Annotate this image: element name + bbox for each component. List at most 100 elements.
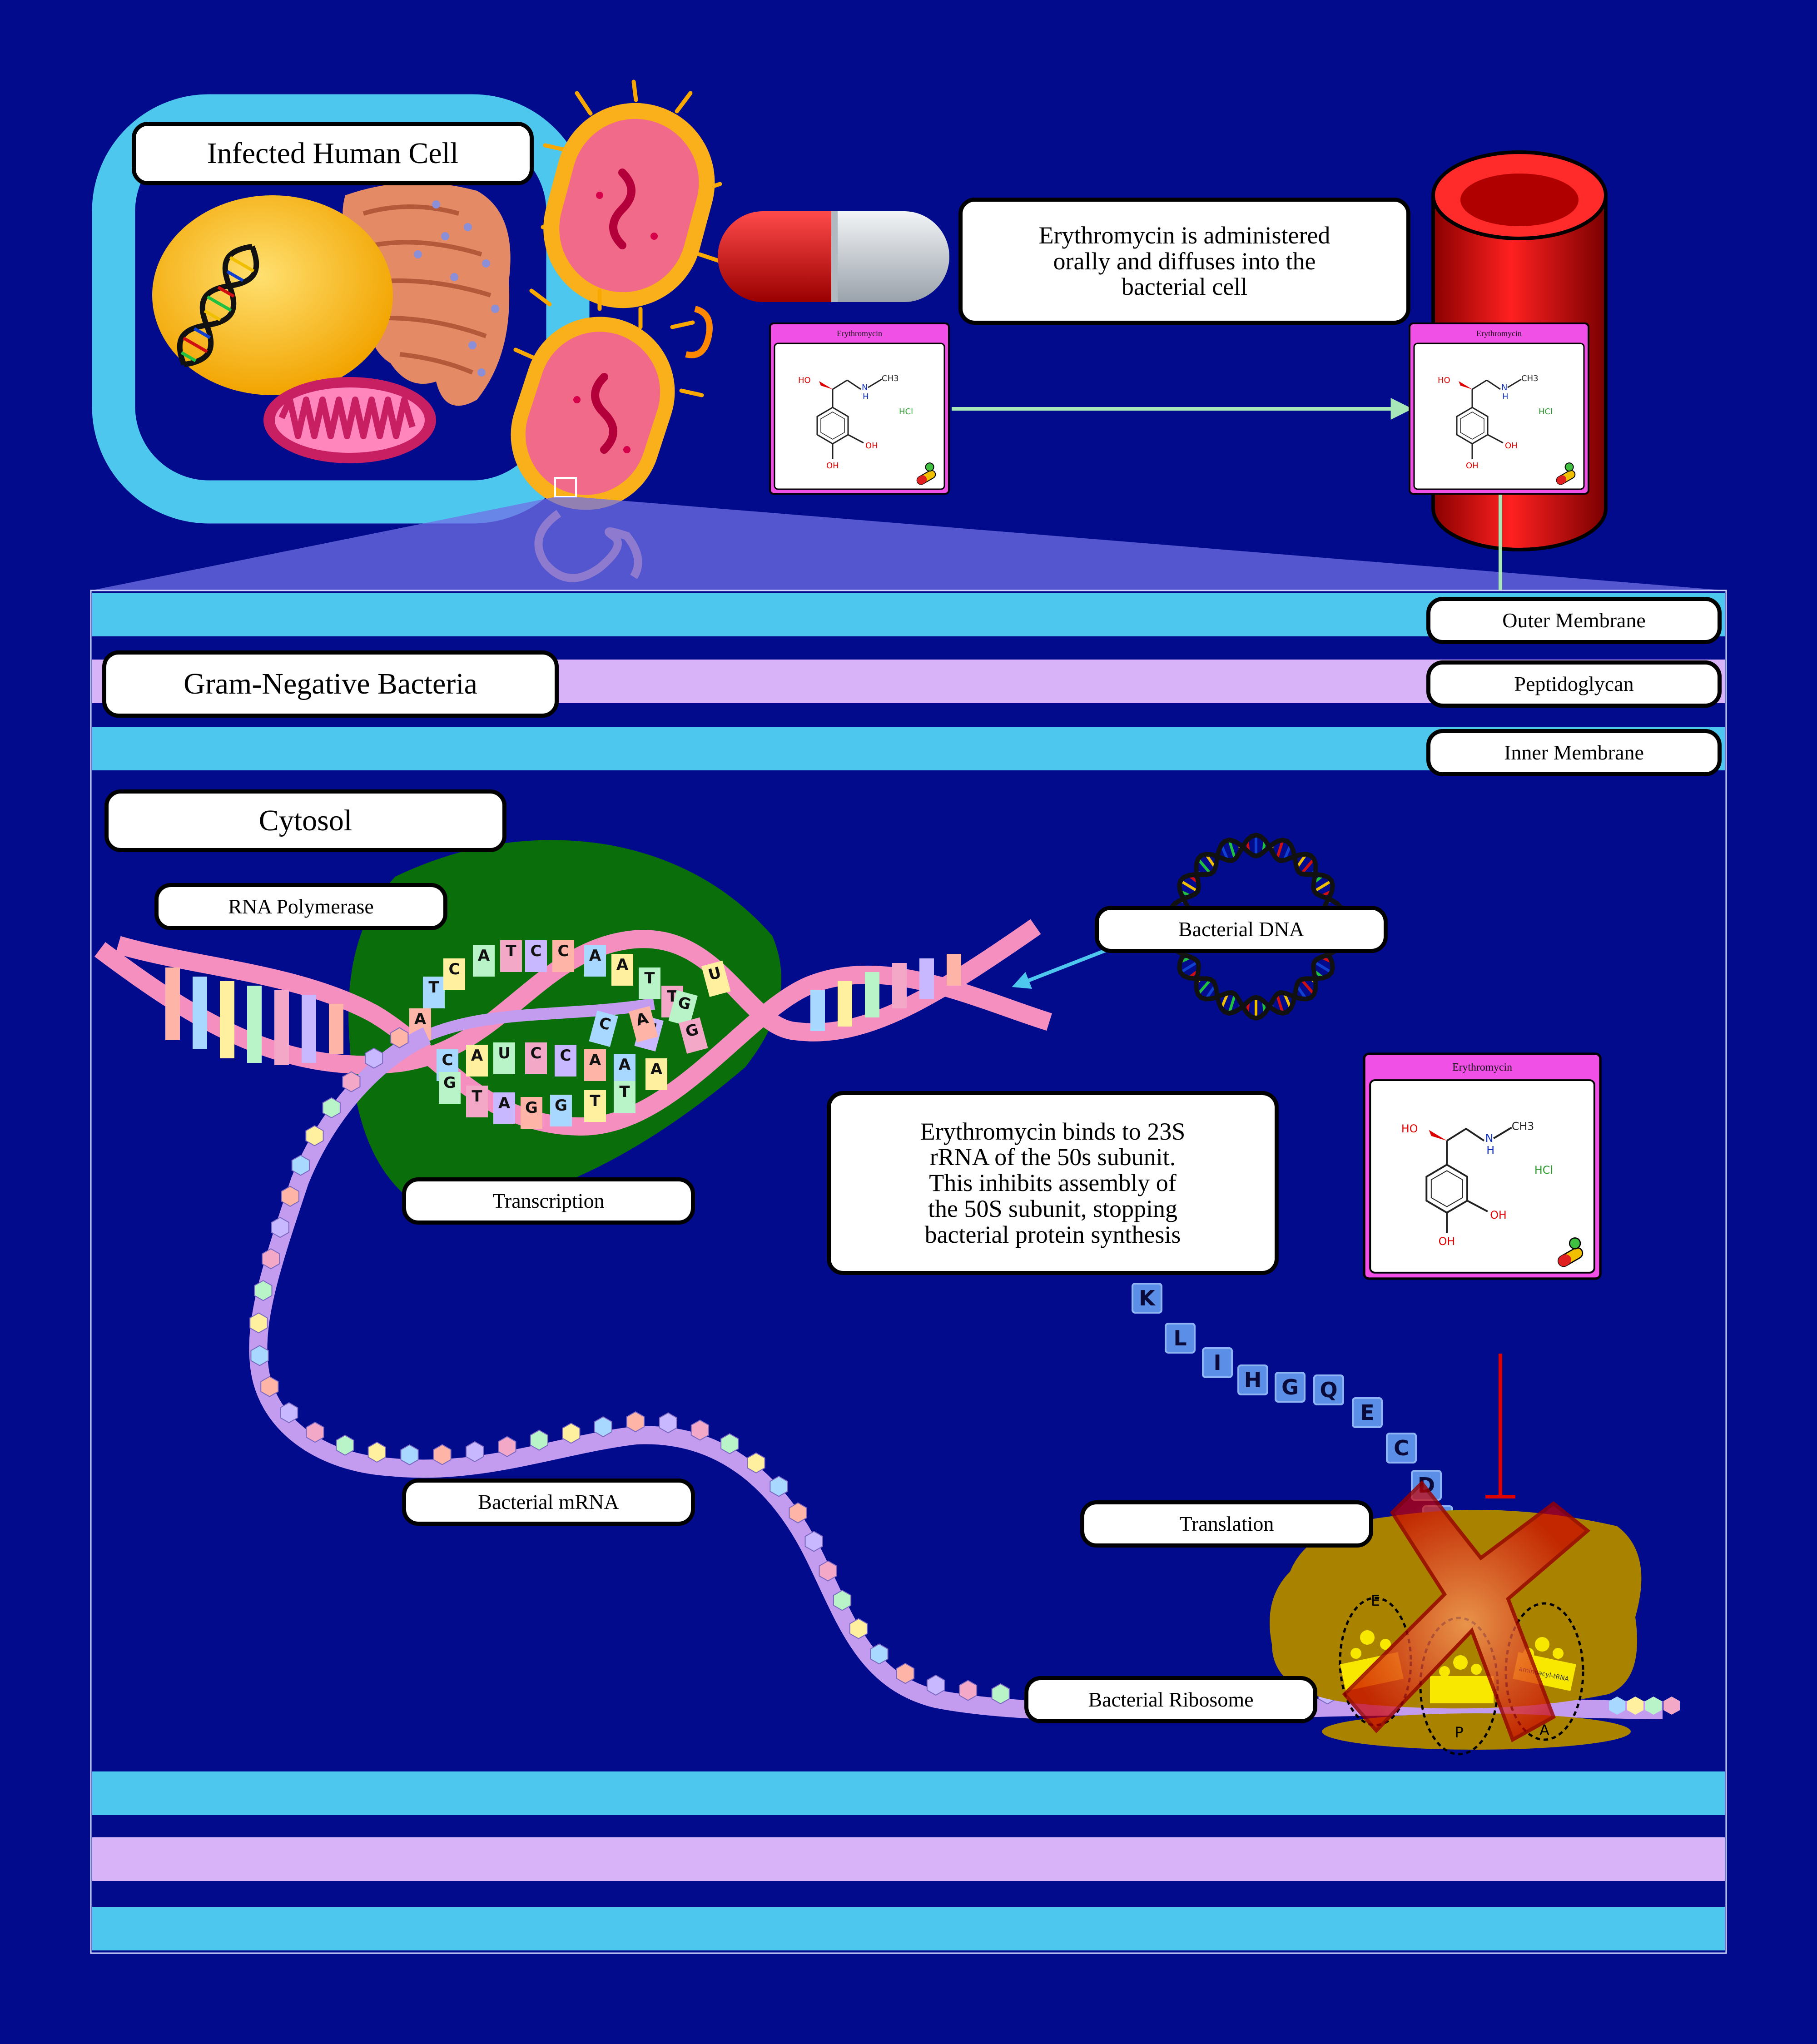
dna-base-top: T: [639, 967, 660, 999]
dna-base-bottom: C: [525, 1042, 547, 1074]
mitochondrion: [263, 377, 436, 463]
amino-acid-letter: H: [1244, 1368, 1262, 1392]
dna-base-bar: [838, 981, 852, 1027]
rna-base: A: [629, 1006, 658, 1042]
mrna-nucleotide: [305, 1125, 324, 1146]
mrna-nucleotide: [249, 1312, 268, 1334]
mrna-nucleotide: [896, 1663, 915, 1684]
mrna-nucleotide: [562, 1423, 581, 1444]
note-administration-line-3: bacterial cell: [1121, 273, 1248, 301]
drug-label-oh1: OH: [865, 441, 878, 451]
drug-card-title: Erythromycin: [1452, 1062, 1512, 1073]
dna-base-letter: A: [471, 1047, 483, 1065]
dna-base-letter: T: [506, 942, 516, 960]
ribosome-a-site: [1504, 1602, 1584, 1741]
dna-base-top: A: [611, 954, 633, 986]
mrna-nucleotide: [626, 1411, 645, 1433]
dna-base-letter: A: [414, 1010, 427, 1028]
mrna-nucleotide: [769, 1476, 788, 1497]
drug-label-ho: HO: [798, 376, 811, 385]
pill-icon: [1556, 462, 1576, 485]
dna-base-letter: T: [619, 1083, 630, 1101]
dna-ring-base: [1228, 839, 1236, 860]
inhibition-bar-icon: [1485, 1354, 1515, 1498]
drug-label-ch3: CH3: [1512, 1120, 1534, 1133]
dna-base-bottom2: G: [550, 1095, 572, 1126]
dna-base-letter: C: [560, 1047, 571, 1065]
rna-base: U: [701, 960, 731, 997]
dna-ring-base: [1300, 858, 1315, 875]
rna-strand: [424, 998, 655, 1041]
bacterium-1: [541, 79, 722, 358]
transcription-bubble-bases: ATCATCCAATTUGGUACCAUCCAAAGTAGGTT: [409, 940, 731, 1129]
dna-base-top: T: [423, 977, 445, 1008]
dna-base-bottom: A: [466, 1045, 488, 1077]
drug-label-ch3: CH3: [1521, 374, 1539, 383]
mrna-nucleotide: [367, 1441, 386, 1463]
mrna-nucleotide: [262, 1248, 280, 1270]
mrna-nucleotide: [926, 1674, 945, 1696]
dna-base-bottom: U: [493, 1042, 515, 1074]
dna-base-letter: T: [428, 978, 439, 997]
note-administration-line-1: Erythromycin is administered: [1038, 221, 1330, 249]
dna-base-bottom2: T: [614, 1081, 635, 1113]
drug-label-hcl: HCl: [899, 407, 913, 417]
amino-acid: L: [1165, 1323, 1196, 1354]
note-administration-line-2: orally and diffuses into the: [1053, 247, 1316, 275]
mrna-nucleotide: [833, 1590, 852, 1611]
mrna-nucleotide: [991, 1683, 1010, 1705]
drug-label-h: H: [1486, 1144, 1494, 1156]
drug-label-n: N: [1485, 1132, 1494, 1145]
mrna-nucleotide: [804, 1531, 823, 1552]
note-mechanism-line-4: the 50S subunit, stopping: [928, 1195, 1178, 1222]
dna-base-letter: C: [442, 1051, 453, 1069]
bacterium-2: [511, 288, 704, 582]
dna-helix-icon: [177, 243, 259, 367]
ribosome-site-letter: E: [1371, 1592, 1380, 1609]
pill-icon: [1558, 1237, 1584, 1267]
dna-base-letter: T: [472, 1087, 482, 1106]
mrna-nucleotide: [291, 1155, 310, 1176]
drug-card-panel: [1369, 1079, 1595, 1274]
inhibition-x-icon: [1342, 1480, 1591, 1742]
label-peptidoglycan: Peptidoglycan: [1426, 660, 1722, 708]
note-mechanism-line-5: bacterial protein synthesis: [924, 1220, 1181, 1248]
dna-ring-base: [1197, 858, 1212, 875]
dna-ring-base: [1313, 960, 1332, 974]
dna-base-top: A: [473, 945, 495, 977]
dna-base-top: C: [552, 940, 574, 972]
drug-label-oh1: OH: [1505, 441, 1518, 451]
amino-acid: Q: [1313, 1374, 1344, 1405]
mrna-nucleotide: [365, 1047, 383, 1069]
mrna-nucleotide: [1609, 1697, 1625, 1715]
amino-acid-letter: Q: [1320, 1378, 1337, 1402]
mrna-nucleotide: [870, 1643, 889, 1665]
dna-base-top: C: [525, 940, 547, 972]
dna-base-top: A: [584, 945, 606, 977]
dna-base-letter: A: [589, 947, 601, 965]
dna-base-letter: C: [531, 1044, 542, 1062]
dna-base-letter: A: [589, 1051, 601, 1069]
dna-base-letter: T: [590, 1092, 601, 1110]
dna-base-bottom: C: [555, 1045, 576, 1077]
dna-base-letter: A: [498, 1094, 511, 1112]
drug-label-n: N: [1501, 383, 1507, 392]
dna-base-letter: C: [531, 942, 542, 960]
dna-base-bar: [193, 977, 207, 1049]
drug-label-h: H: [1502, 392, 1509, 402]
label-bacterial-mrna: Bacterial mRNA: [402, 1478, 695, 1526]
dna-base-bottom2: G: [521, 1097, 542, 1129]
mrna-nucleotide: [279, 1402, 298, 1424]
mrna-nucleotide: [1645, 1697, 1662, 1715]
dna-base-bottom2: A: [493, 1092, 515, 1124]
dna-base-letter: G: [555, 1096, 567, 1115]
dna-base-letter: A: [478, 947, 490, 965]
dna-base-bar: [865, 972, 879, 1017]
ribosome-site-letter: A: [1539, 1722, 1549, 1739]
dna-base-bottom: A: [614, 1054, 635, 1086]
